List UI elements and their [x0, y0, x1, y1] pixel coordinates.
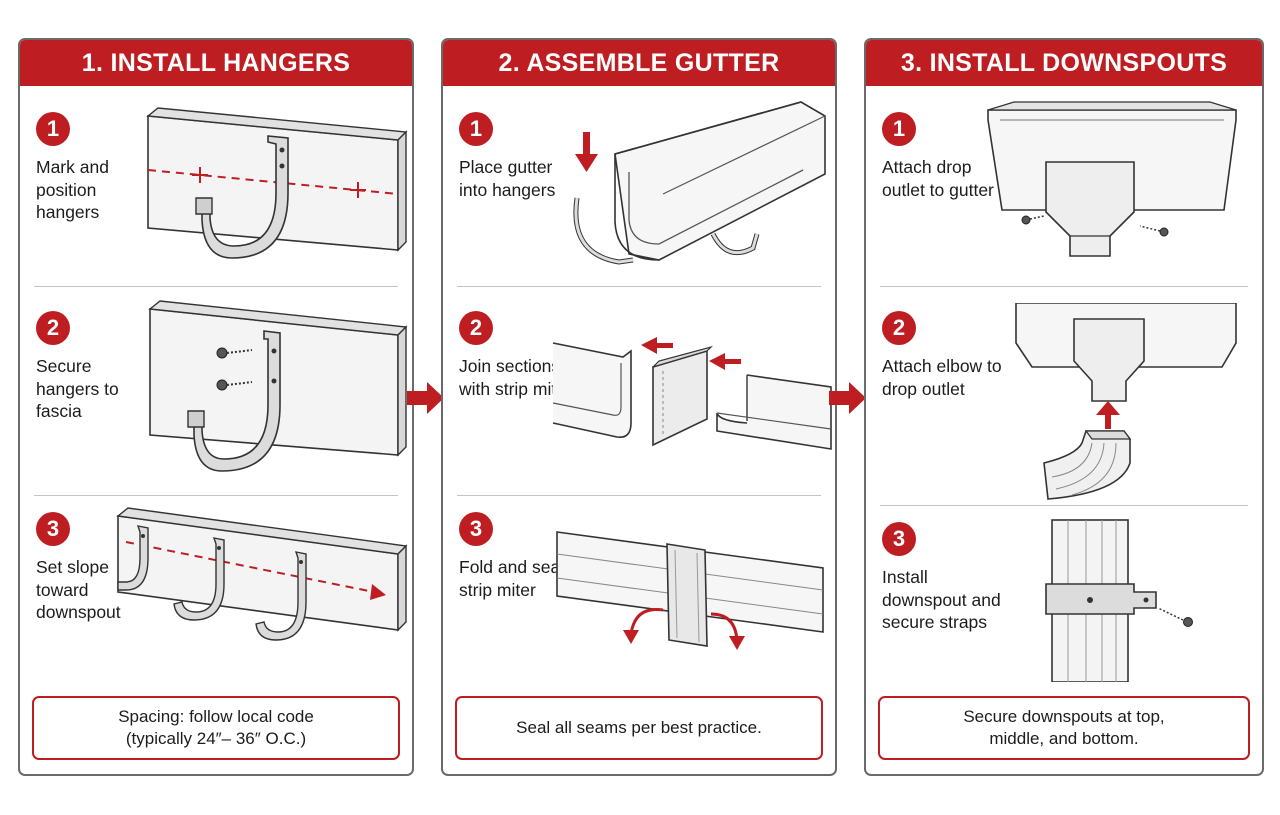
- flow-arrow-right-icon: [829, 382, 866, 414]
- step-text: Set slope toward downspout: [36, 557, 121, 622]
- panel-title: 1. INSTALL HANGERS: [20, 40, 412, 86]
- secure-downspouts-note: Secure downspouts at top, middle, and bo…: [878, 696, 1250, 760]
- step-number-badge: 1: [36, 112, 70, 146]
- note-line: Secure downspouts at top,: [963, 707, 1165, 726]
- strip-miter-joining-illustration: [552, 337, 832, 450]
- step-text: Attach elbow to drop outlet: [882, 356, 1002, 399]
- step-number-badge: 2: [882, 311, 916, 345]
- note-line: (typically 24″– 36″ O.C.): [125, 729, 307, 748]
- step-text: Fold and seal strip miter: [459, 557, 565, 600]
- step-install-downspout: 3 Install downspout and secure straps: [866, 506, 1262, 686]
- step-number-badge: 1: [882, 112, 916, 146]
- step-text: Place gutter into hangers: [459, 157, 556, 200]
- step-number-badge: 2: [459, 311, 493, 345]
- panel-install-hangers: 1. INSTALL HANGERS 1 Mark and position h…: [18, 38, 414, 776]
- flow-arrow-right-icon: [407, 382, 444, 414]
- note-line: Spacing: follow local code: [118, 707, 314, 726]
- step-divider: [34, 495, 398, 496]
- step-text: Attach drop outlet to gutter: [882, 157, 994, 200]
- step-divider: [457, 286, 821, 287]
- hanger-screws-fascia-illustration: [148, 300, 408, 472]
- panel-title: 3. INSTALL DOWNSPOUTS: [866, 40, 1262, 86]
- panel-assemble-gutter: 2. ASSEMBLE GUTTER 1 Place gutter into h…: [441, 38, 837, 776]
- step-text: Join sections with strip miter: [459, 356, 572, 399]
- note-line: middle, and bottom.: [989, 729, 1139, 748]
- step-set-slope: 3 Set slope toward downspout: [20, 496, 412, 676]
- step-number-badge: 3: [459, 512, 493, 546]
- step-number-badge: 3: [36, 512, 70, 546]
- step-divider: [880, 505, 1248, 506]
- seal-note: Seal all seams per best practice.: [455, 696, 823, 760]
- note-line: Seal all seams per best practice.: [516, 718, 762, 737]
- step-divider: [34, 286, 398, 287]
- panel-title: 2. ASSEMBLE GUTTER: [443, 40, 835, 86]
- step-number-badge: 3: [882, 522, 916, 556]
- downspout-strap-illustration: [1045, 519, 1193, 682]
- panel-install-downspouts: 3. INSTALL DOWNSPOUTS 1 Attach drop outl…: [864, 38, 1264, 776]
- elbow-drop-outlet-illustration: [1015, 303, 1237, 500]
- fold-seal-miter-illustration: [556, 531, 824, 650]
- step-join-sections: 2 Join sections with strip miter: [443, 287, 835, 495]
- step-mark-position: 1 Mark and position hangers: [20, 86, 412, 286]
- step-fold-seal: 3 Fold and seal strip miter: [443, 496, 835, 676]
- step-text: Secure hangers to fascia: [36, 356, 119, 421]
- step-divider: [457, 495, 821, 496]
- fascia-hanger-marking-illustration: [146, 107, 408, 259]
- step-attach-elbow: 2 Attach elbow to drop outlet: [866, 287, 1262, 505]
- step-number-badge: 1: [459, 112, 493, 146]
- step-secure-hangers: 2 Secure hangers to fascia: [20, 287, 412, 495]
- gutter-into-hangers-illustration: [573, 101, 826, 265]
- step-text: Install downspout and secure straps: [882, 567, 1001, 632]
- step-divider: [880, 286, 1248, 287]
- spacing-note: Spacing: follow local code (typically 24…: [32, 696, 400, 760]
- step-place-gutter: 1 Place gutter into hangers: [443, 86, 835, 286]
- step-attach-drop-outlet: 1 Attach drop outlet to gutter: [866, 86, 1262, 286]
- drop-outlet-gutter-illustration: [987, 101, 1237, 257]
- step-number-badge: 2: [36, 311, 70, 345]
- step-text: Mark and position hangers: [36, 157, 109, 222]
- hangers-slope-illustration: [116, 507, 408, 641]
